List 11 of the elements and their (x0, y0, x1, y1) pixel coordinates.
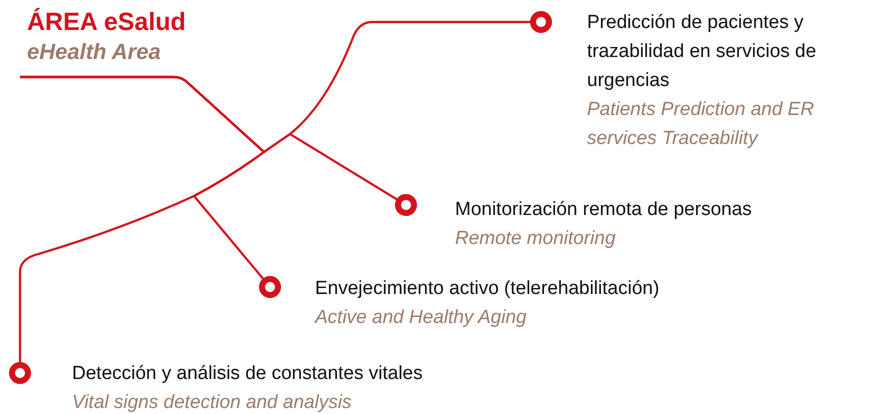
item-title: Envejecimiento activo (telerehabilitación) (315, 277, 660, 301)
area-title: ÁREA eSalud (27, 8, 186, 37)
item-title: Monitorización remota de personas (455, 198, 752, 222)
item-title: Predicción de pacientes y trazabilidad en servicios de urgencias (587, 11, 818, 93)
connector-line (9, 76, 266, 384)
area-subtitle: eHealth Area (27, 38, 162, 66)
item-title: Detección y análisis de constantes vitales (72, 362, 423, 386)
item-translation: Patients Prediction and ER services Traceability (587, 98, 816, 151)
item-translation: Vital signs detection and analysis (72, 391, 353, 414)
item-translation: Remote monitoring (455, 227, 617, 251)
item-translation: Active and Healthy Aging (315, 306, 528, 330)
